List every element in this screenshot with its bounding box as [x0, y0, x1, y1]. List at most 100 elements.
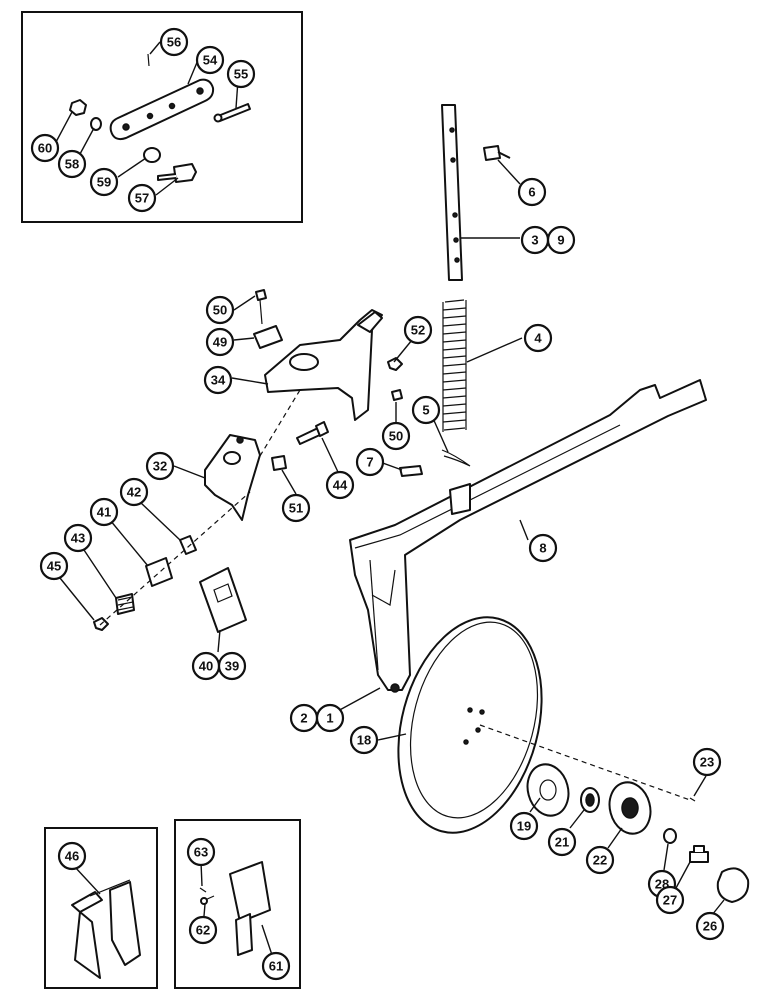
- svg-text:45: 45: [47, 559, 61, 574]
- clevis-pin: [213, 103, 251, 123]
- bolt-27: [689, 845, 709, 863]
- svg-text:58: 58: [65, 157, 79, 172]
- pin-62: [200, 895, 215, 905]
- callout-55: 55: [226, 59, 256, 89]
- hub: [608, 781, 652, 835]
- svg-text:23: 23: [700, 755, 714, 770]
- callout-8: 8: [528, 533, 558, 563]
- hair-pin: [441, 449, 471, 467]
- svg-text:54: 54: [203, 53, 218, 68]
- callout-60: 60: [30, 133, 60, 163]
- dashed-assembly-line: [99, 389, 301, 626]
- bearing: [580, 787, 600, 813]
- svg-text:56: 56: [167, 35, 181, 50]
- spring-43: [115, 593, 135, 615]
- pin-clip: [483, 145, 511, 161]
- callout-50-lower: 50: [381, 421, 411, 451]
- lock-washer: [90, 117, 102, 131]
- callout-3: 3: [520, 225, 550, 255]
- callout-5: 5: [411, 395, 441, 425]
- hub-flange: [526, 763, 570, 817]
- callout-59: 59: [89, 167, 119, 197]
- inset-box-bottom-right: [174, 819, 301, 989]
- callout-34: 34: [203, 365, 233, 395]
- svg-text:52: 52: [411, 323, 425, 338]
- disc-blade: [397, 616, 543, 834]
- link-plate: [109, 78, 215, 141]
- bracket-61: [229, 861, 271, 956]
- callout-41: 41: [89, 497, 119, 527]
- inset-box-top: [21, 11, 303, 223]
- svg-text:61: 61: [269, 959, 283, 974]
- clip-42: [179, 535, 197, 555]
- svg-text:21: 21: [555, 835, 569, 850]
- svg-text:9: 9: [557, 233, 564, 248]
- callout-49: 49: [205, 327, 235, 357]
- callout-44: 44: [325, 470, 355, 500]
- callout-32: 32: [145, 451, 175, 481]
- svg-text:42: 42: [127, 485, 141, 500]
- spacer: [143, 147, 161, 163]
- callout-42: 42: [119, 477, 149, 507]
- callout-45: 45: [39, 551, 69, 581]
- callout-40: 40: [191, 651, 221, 681]
- svg-text:8: 8: [539, 541, 546, 556]
- plate-41: [145, 557, 173, 587]
- svg-text:40: 40: [199, 659, 213, 674]
- svg-text:19: 19: [517, 819, 531, 834]
- svg-text:60: 60: [38, 141, 52, 156]
- svg-text:50: 50: [389, 429, 403, 444]
- bolt-44: [296, 421, 329, 445]
- cotter-pin: [147, 53, 150, 67]
- callout-4: 4: [523, 323, 553, 353]
- callout-22: 22: [585, 845, 615, 875]
- svg-text:44: 44: [333, 478, 348, 493]
- callout-21: 21: [547, 827, 577, 857]
- scraper-assembly-46: [71, 879, 141, 979]
- svg-text:50: 50: [213, 303, 227, 318]
- callout-23: 23: [692, 747, 722, 777]
- callout-9: 9: [546, 225, 576, 255]
- svg-text:22: 22: [593, 853, 607, 868]
- callout-51: 51: [281, 493, 311, 523]
- callout-61: 61: [261, 951, 291, 981]
- square-washer: [253, 325, 283, 349]
- callout-39: 39: [217, 651, 247, 681]
- washer-28: [663, 828, 677, 844]
- svg-text:26: 26: [703, 919, 717, 934]
- callout-26: 26: [695, 911, 725, 941]
- callout-43: 43: [63, 523, 93, 553]
- callout-58: 58: [57, 149, 87, 179]
- pin-7: [399, 465, 423, 477]
- callout-18: 18: [349, 725, 379, 755]
- leader-lines: [55, 41, 725, 956]
- svg-text:62: 62: [196, 923, 210, 938]
- callout-52: 52: [403, 315, 433, 345]
- scraper-blade: [199, 567, 247, 633]
- svg-text:27: 27: [663, 893, 677, 908]
- svg-text:55: 55: [234, 67, 248, 82]
- callout-27: 27: [655, 885, 685, 915]
- svg-text:1: 1: [326, 711, 333, 726]
- svg-text:4: 4: [534, 331, 542, 346]
- arm-frame: [349, 379, 707, 693]
- inset-box-bottom-left: [44, 827, 158, 989]
- callout-19: 19: [509, 811, 539, 841]
- svg-text:18: 18: [357, 733, 371, 748]
- adjusting-strap: [441, 104, 463, 281]
- upper-bracket: [264, 309, 383, 421]
- pin-63: [199, 887, 207, 893]
- small-pin-23: [689, 797, 696, 802]
- bolt-top: [255, 289, 267, 325]
- svg-text:59: 59: [97, 175, 111, 190]
- svg-text:43: 43: [71, 531, 85, 546]
- svg-text:3: 3: [531, 233, 538, 248]
- callout-56: 56: [159, 27, 189, 57]
- svg-text:32: 32: [153, 459, 167, 474]
- svg-text:46: 46: [65, 849, 79, 864]
- callout-46: 46: [57, 841, 87, 871]
- callout-50-top: 50: [205, 295, 235, 325]
- bolt-50-lower: [391, 389, 403, 401]
- coil-spring: [442, 299, 467, 432]
